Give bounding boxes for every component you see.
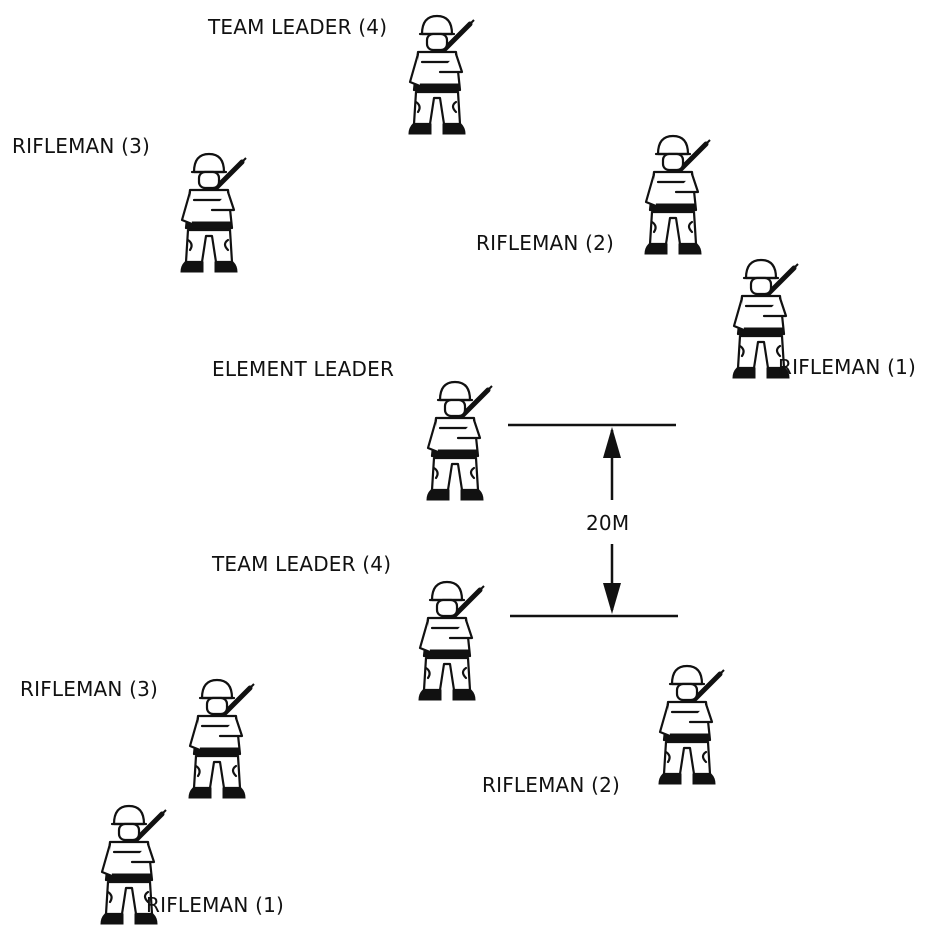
soldier-icon-top-team-leader xyxy=(409,16,474,134)
soldier-icon-bottom-rifleman-3 xyxy=(189,680,254,798)
label-element-leader: ELEMENT LEADER xyxy=(212,357,394,381)
label-bottom-team-leader: TEAM LEADER (4) xyxy=(211,552,391,576)
soldier-icon-bottom-rifleman-2 xyxy=(659,666,724,784)
distance-label: 20M xyxy=(586,511,629,535)
label-bottom-rifleman-3: RIFLEMAN (3) xyxy=(20,677,158,701)
arrow-up-icon xyxy=(603,427,621,458)
arrow-down-icon xyxy=(603,583,621,614)
label-bottom-rifleman-1: RIFLEMAN (1) xyxy=(146,893,284,917)
label-top-rifleman-3: RIFLEMAN (3) xyxy=(12,134,150,158)
label-top-rifleman-1: RIFLEMAN (1) xyxy=(778,355,916,379)
distance-marker: 20M xyxy=(508,423,678,618)
soldier-icon-top-rifleman-3 xyxy=(181,154,246,272)
label-bottom-rifleman-2: RIFLEMAN (2) xyxy=(482,773,620,797)
soldier-icon-top-rifleman-2 xyxy=(645,136,710,254)
soldier-icon-bottom-team-leader xyxy=(419,582,484,700)
label-top-rifleman-2: RIFLEMAN (2) xyxy=(476,231,614,255)
label-top-team-leader: TEAM LEADER (4) xyxy=(207,15,387,39)
soldier-icon-element-leader xyxy=(427,382,492,500)
